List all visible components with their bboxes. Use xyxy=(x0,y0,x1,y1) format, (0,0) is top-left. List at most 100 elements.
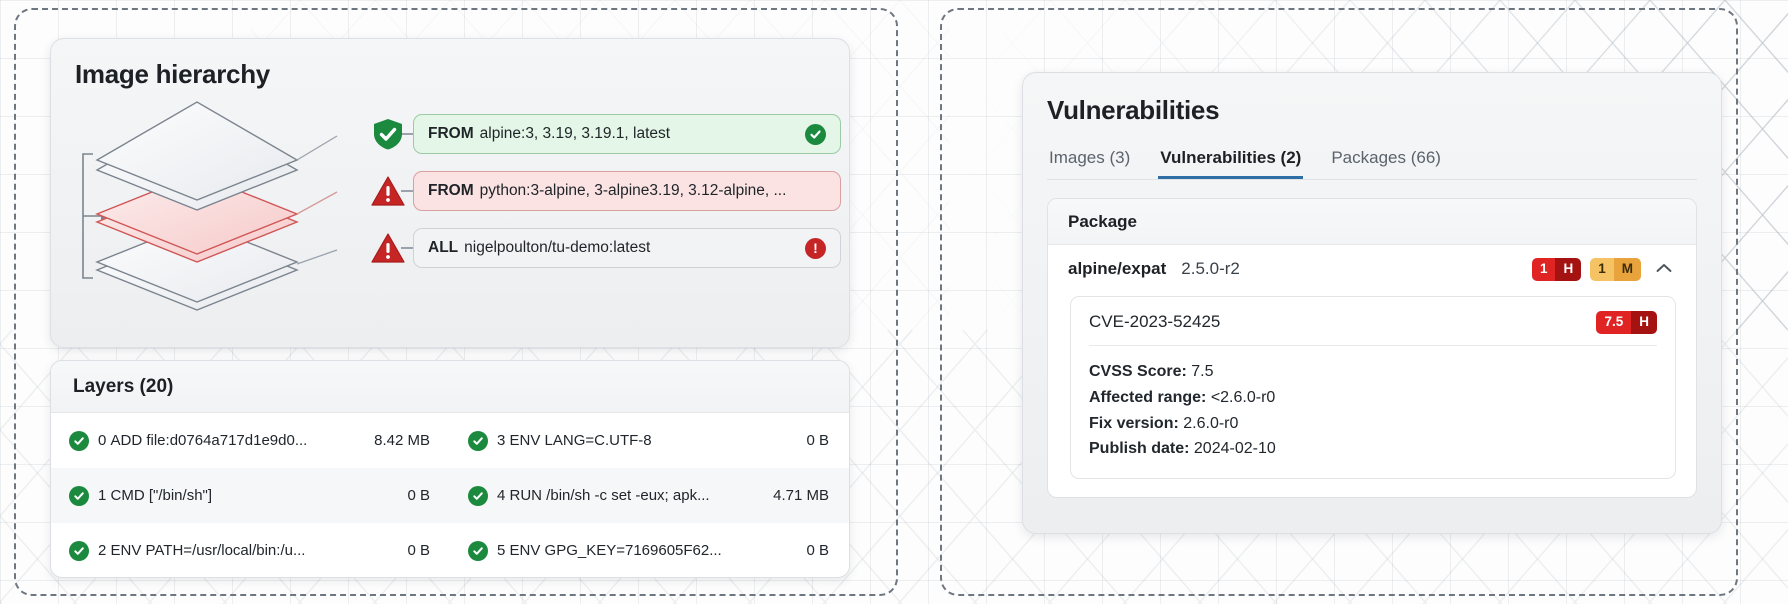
tab-images[interactable]: Images (3) xyxy=(1049,148,1131,167)
image-pill-tu-demo[interactable]: ALL nigelpoulton/tu-demo:latest ! xyxy=(413,228,841,268)
layer-text: 0 ADD file:d0764a717d1e9d0... xyxy=(98,432,355,449)
layers-title: Layers (20) xyxy=(51,361,849,413)
check-circle-icon xyxy=(69,430,89,451)
layer-instruction: CMD ["/bin/sh"] xyxy=(110,487,213,504)
layer-instruction: ENV GPG_KEY=7169605F62... xyxy=(509,542,722,559)
cve-field-value: <2.6.0-r0 xyxy=(1210,388,1276,406)
layer-size: 0 B xyxy=(407,542,430,559)
cve-id: CVE-2023-52425 xyxy=(1089,312,1221,332)
layer-item[interactable]: 0 ADD file:d0764a717d1e9d0... 8.42 MB xyxy=(51,413,450,468)
row-connector xyxy=(401,190,413,192)
cve-field: Publish date: 2024-02-10 xyxy=(1089,436,1657,462)
check-circle-icon xyxy=(468,430,488,451)
exclamation-circle-icon: ! xyxy=(805,237,826,259)
check-circle-icon xyxy=(69,485,89,506)
layers-grid: 0 ADD file:d0764a717d1e9d0... 8.42 MB 3 … xyxy=(51,413,849,577)
layer-instruction: ENV PATH=/usr/local/bin:/u... xyxy=(110,542,306,559)
tab-bar: Images (3) Vulnerabilities (2) Packages … xyxy=(1047,144,1697,180)
check-circle-icon xyxy=(468,540,488,561)
cve-field-label: Publish date: xyxy=(1089,440,1190,458)
layer-item[interactable]: 5 ENV GPG_KEY=7169605F62... 0 B xyxy=(450,523,849,577)
layer-text: 1 CMD ["/bin/sh"] xyxy=(98,487,388,504)
layer-size: 0 B xyxy=(407,487,430,504)
cve-fields: CVSS Score: 7.5 Affected range: <2.6.0-r… xyxy=(1089,359,1657,463)
image-row[interactable]: ALL nigelpoulton/tu-demo:latest ! xyxy=(371,228,841,268)
check-circle-icon xyxy=(468,485,488,506)
vulnerabilities-card: Vulnerabilities Images (3) Vulnerabiliti… xyxy=(1022,72,1722,534)
cve-field-label: CVSS Score: xyxy=(1089,362,1187,380)
layer-index: 0 xyxy=(98,432,107,449)
layer-index: 3 xyxy=(497,432,506,449)
badge-count: 1 xyxy=(1531,258,1556,281)
image-row[interactable]: FROM alpine:3, 3.19, 3.19.1, latest xyxy=(371,114,841,154)
right-panel: Vulnerabilities Images (3) Vulnerabiliti… xyxy=(940,8,1738,596)
cve-header: CVE-2023-52425 7.5 H xyxy=(1089,310,1657,346)
image-pill-keyword: FROM xyxy=(428,125,474,142)
layer-item[interactable]: 1 CMD ["/bin/sh"] 0 B xyxy=(51,468,450,523)
layer-index: 5 xyxy=(497,542,506,559)
image-pill-status: ! xyxy=(795,237,826,259)
warning-triangle-icon xyxy=(371,231,405,265)
layer-item[interactable]: 4 RUN /bin/sh -c set -eux; apk... 4.71 M… xyxy=(450,468,849,523)
package-table: Package alpine/expat 2.5.0-r2 1 H 1 M xyxy=(1047,198,1697,499)
status-badge-high: 1 H xyxy=(1531,258,1582,281)
chevron-up-icon[interactable] xyxy=(1650,260,1678,278)
layer-index: 4 xyxy=(497,487,506,504)
image-pill-alpine[interactable]: FROM alpine:3, 3.19, 3.19.1, latest xyxy=(413,114,841,154)
cve-field-label: Affected range: xyxy=(1089,388,1207,406)
warning-triangle-icon xyxy=(371,174,405,208)
cve-score-badge: 7.5 H xyxy=(1596,310,1657,334)
layer-size: 0 B xyxy=(806,542,829,559)
layer-size: 4.71 MB xyxy=(773,487,829,504)
layer-instruction: ENV LANG=C.UTF-8 xyxy=(509,432,652,449)
cve-detail-card: CVE-2023-52425 7.5 H CVSS Score: 7.5 Aff… xyxy=(1070,295,1676,480)
layer-instruction: RUN /bin/sh -c set -eux; apk... xyxy=(509,487,710,504)
package-table-header: Package xyxy=(1048,199,1696,245)
layer-text: 5 ENV GPG_KEY=7169605F62... xyxy=(497,542,787,559)
image-row[interactable]: FROM python:3-alpine, 3-alpine3.19, 3.12… xyxy=(371,171,841,211)
cve-field: Fix version: 2.6.0-r0 xyxy=(1089,411,1657,437)
package-row[interactable]: alpine/expat 2.5.0-r2 1 H 1 M xyxy=(1048,245,1696,294)
package-version: 2.5.0-r2 xyxy=(1181,259,1240,279)
image-hierarchy-card: Image hierarchy xyxy=(50,38,850,348)
package-name: alpine/expat xyxy=(1068,259,1167,279)
layer-stack-diagram xyxy=(82,101,338,311)
layer-index: 2 xyxy=(98,542,107,559)
image-rows: FROM alpine:3, 3.19, 3.19.1, latest xyxy=(371,114,841,285)
layer-size: 0 B xyxy=(806,432,829,449)
layer-text: 2 ENV PATH=/usr/local/bin:/u... xyxy=(98,542,388,559)
layers-card: Layers (20) 0 ADD file:d0764a717d1e9d0..… xyxy=(50,360,850,578)
shield-check-icon xyxy=(371,117,405,151)
badge-count: 1 xyxy=(1590,258,1614,281)
cve-field-value: 2024-02-10 xyxy=(1193,440,1276,458)
image-pill-value: alpine:3, 3.19, 3.19.1, latest xyxy=(479,125,671,142)
check-circle-icon xyxy=(805,123,826,145)
plate-middle-vulnerable xyxy=(95,173,299,263)
page-title: Vulnerabilities xyxy=(1047,95,1220,125)
cve-field-value: 7.5 xyxy=(1191,362,1214,380)
layer-item[interactable]: 3 ENV LANG=C.UTF-8 0 B xyxy=(450,413,849,468)
image-pill-python[interactable]: FROM python:3-alpine, 3-alpine3.19, 3.12… xyxy=(413,171,841,211)
image-pill-value: nigelpoulton/tu-demo:latest xyxy=(464,239,651,256)
row-connector xyxy=(401,247,413,249)
tab-vulnerabilities[interactable]: Vulnerabilities (2) xyxy=(1158,144,1303,179)
tab-packages[interactable]: Packages (66) xyxy=(1331,148,1441,167)
cve-field-value: 2.6.0-r0 xyxy=(1183,414,1239,432)
badge-letter: H xyxy=(1555,258,1582,281)
image-pill-keyword: FROM xyxy=(428,182,474,199)
image-pill-status xyxy=(795,123,826,145)
layer-item[interactable]: 2 ENV PATH=/usr/local/bin:/u... 0 B xyxy=(51,523,450,577)
status-badge-medium: 1 M xyxy=(1590,258,1641,281)
image-hierarchy-body: FROM alpine:3, 3.19, 3.19.1, latest xyxy=(75,100,841,340)
cve-field-label: Fix version: xyxy=(1089,414,1179,432)
badge-score: 7.5 xyxy=(1596,310,1632,334)
layer-index: 1 xyxy=(98,487,107,504)
cve-field: CVSS Score: 7.5 xyxy=(1089,359,1657,385)
layer-size: 8.42 MB xyxy=(374,432,430,449)
cve-field: Affected range: <2.6.0-r0 xyxy=(1089,385,1657,411)
package-severity-badges: 1 H 1 M xyxy=(1531,258,1678,281)
check-circle-icon xyxy=(69,540,89,561)
layer-instruction: ADD file:d0764a717d1e9d0... xyxy=(110,432,308,449)
plate-top xyxy=(95,101,299,211)
